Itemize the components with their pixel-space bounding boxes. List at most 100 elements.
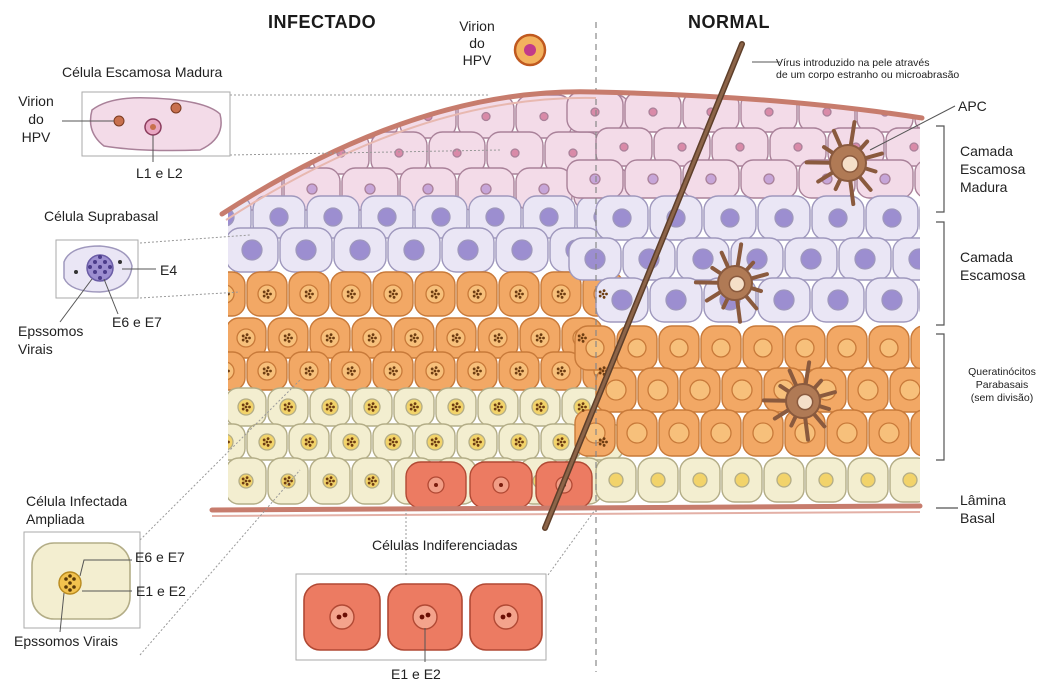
mature-nucleus [794, 143, 802, 151]
episome-dot [603, 437, 606, 440]
episome-dot [389, 443, 392, 446]
episome-dot [599, 443, 602, 446]
basal-nucleus [777, 473, 791, 487]
squamous-nucleus [774, 290, 794, 310]
episome-dot [266, 293, 269, 296]
episome-dot [581, 406, 584, 409]
mature-nucleus [620, 143, 628, 151]
episome-dot [477, 373, 480, 376]
parabasal-nucleus [670, 339, 688, 357]
episome-dot [497, 337, 500, 340]
squamous-nucleus [801, 249, 821, 269]
episome-dot [242, 408, 245, 411]
episome-dot [224, 370, 227, 373]
mature-nucleus [540, 113, 548, 121]
mature-nucleus [823, 108, 831, 116]
episome-dot [494, 404, 497, 407]
episome-dot [224, 441, 227, 444]
parabasal-nucleus [754, 339, 772, 357]
episome-dot [332, 406, 335, 409]
episome-dot [563, 441, 566, 444]
episome-dot [519, 373, 522, 376]
squamous-nucleus [855, 249, 875, 269]
episome-dot [353, 293, 356, 296]
episome-dot [347, 295, 350, 298]
episome-dot [473, 295, 476, 298]
episome-dot [437, 293, 440, 296]
episome-dot [498, 340, 501, 343]
episome-dot [221, 372, 224, 375]
episome-dot [414, 409, 417, 412]
episome-dot [245, 337, 248, 340]
mature-nucleus [481, 184, 491, 194]
episome-dot [288, 409, 291, 412]
episome-dot [72, 585, 76, 589]
episome-dot [267, 437, 270, 440]
parabasal-nucleus [796, 339, 814, 357]
episome-dot [332, 337, 335, 340]
squamous-nucleus [242, 240, 262, 260]
episome-dot [494, 335, 497, 338]
episome-dot [536, 404, 539, 407]
episome-dot [519, 366, 522, 369]
episome-dot [311, 370, 314, 373]
squamous-nucleus [883, 209, 901, 227]
mature-nucleus [590, 174, 600, 184]
basal-lamina-lower [212, 512, 920, 516]
episome-dot [477, 289, 480, 292]
episome-dot [539, 337, 542, 340]
squamous-nucleus [270, 208, 288, 226]
squamous-nucleus [936, 290, 956, 310]
episome-dot [476, 370, 479, 373]
squamous-nucleus [585, 249, 605, 269]
episome-dot [326, 482, 329, 485]
leader-suprabasal-bottom [140, 292, 240, 298]
bottom-e1-e2-label: E1 e E2 [391, 666, 441, 683]
episome-dot [225, 366, 228, 369]
episome-dot [584, 337, 587, 340]
episome-dot [494, 408, 497, 411]
episome-dot [72, 577, 76, 581]
basal-nucleus [861, 473, 875, 487]
episome-dot [242, 482, 245, 485]
episome-dot [501, 615, 506, 620]
mature-nucleus [279, 149, 287, 157]
episome-dot [515, 443, 518, 446]
episome-dot [431, 295, 434, 298]
episome-dot [536, 339, 539, 342]
virion-core [524, 44, 536, 56]
episome-dot [476, 293, 479, 296]
episome-dot [93, 260, 97, 264]
virion-dot [171, 103, 181, 113]
mature-nucleus [511, 149, 519, 157]
parabasal-nucleus [669, 423, 689, 443]
episome-dot [246, 402, 249, 405]
episome-dot [477, 296, 480, 299]
episome-dot [227, 370, 230, 373]
episome-dot [98, 255, 102, 259]
episome-dot [563, 293, 566, 296]
parabasal-nucleus [921, 423, 941, 443]
episome-dot [477, 366, 480, 369]
episome-dot [458, 337, 461, 340]
episome-dot [434, 293, 437, 296]
episome-dot [392, 370, 395, 373]
episome-dot [284, 478, 287, 481]
basal-nucleus [819, 473, 833, 487]
infected-e6-e7-label: E6 e E7 [135, 549, 185, 566]
episome-dot [431, 291, 434, 294]
episome-dot [309, 296, 312, 299]
episome-dot [557, 443, 560, 446]
episome-dot [372, 333, 375, 336]
apc-nucleus [729, 276, 744, 291]
episome-dot [561, 437, 564, 440]
episome-dot [290, 480, 293, 483]
episome-dot [542, 406, 545, 409]
episome-dot [288, 402, 291, 405]
parabasal-nucleus [900, 380, 920, 400]
undifferentiated-callout-nucleus [413, 605, 437, 629]
episome-dot [515, 372, 518, 375]
episome-dot [582, 402, 585, 405]
episome-dot [326, 478, 329, 481]
episome-dot [351, 373, 354, 376]
